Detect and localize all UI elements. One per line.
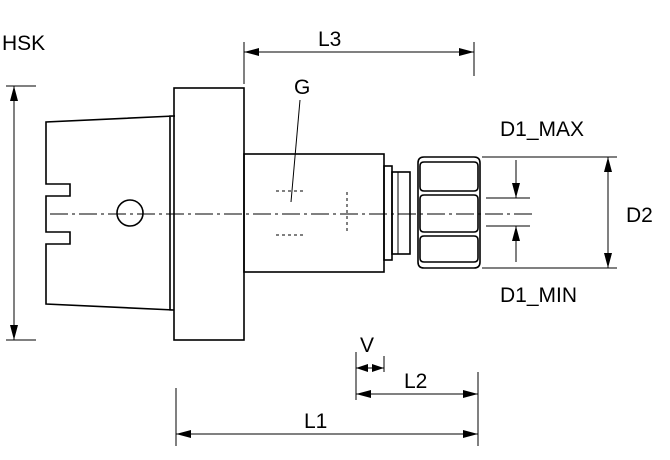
hsk-arrow-bottom [10, 325, 18, 340]
v-arrow-left [356, 364, 368, 372]
body [243, 153, 385, 273]
collet-nut-lower-flat [419, 235, 479, 263]
l2-arrow-left [356, 390, 371, 398]
collet-nut-middle-flat [419, 194, 479, 233]
d1-max-label: D1_MAX [500, 118, 584, 141]
v-label: V [360, 334, 374, 357]
neck [383, 165, 393, 261]
hsk-arrow-top [10, 86, 18, 101]
g-leader-line [290, 99, 301, 203]
g-label: G [294, 76, 310, 99]
collet-nut-upper-flat [419, 161, 479, 192]
l1-arrow-right [463, 430, 478, 438]
hsk-shank-outline [45, 115, 175, 311]
d2-label: D2 [626, 204, 653, 227]
cross-hole [116, 199, 144, 227]
d1-max-arrowhead [512, 183, 520, 198]
l3-arrow-right [459, 48, 474, 56]
neck-ring [391, 171, 411, 255]
l1-label: L1 [304, 410, 327, 433]
l3-label: L3 [318, 28, 341, 51]
d1-min-arrowhead [512, 226, 520, 241]
l3-arrow-left [244, 48, 259, 56]
d2-arrow-top [604, 157, 612, 172]
l2-arrow-right [463, 390, 478, 398]
hsk-label: HSK [2, 32, 45, 55]
l1-arrow-left [176, 430, 191, 438]
d1-min-label: D1_MIN [500, 284, 577, 307]
l2-label: L2 [404, 370, 427, 393]
d2-arrow-bottom [604, 253, 612, 268]
v-arrow-right [372, 364, 384, 372]
collet-nut [417, 156, 481, 269]
